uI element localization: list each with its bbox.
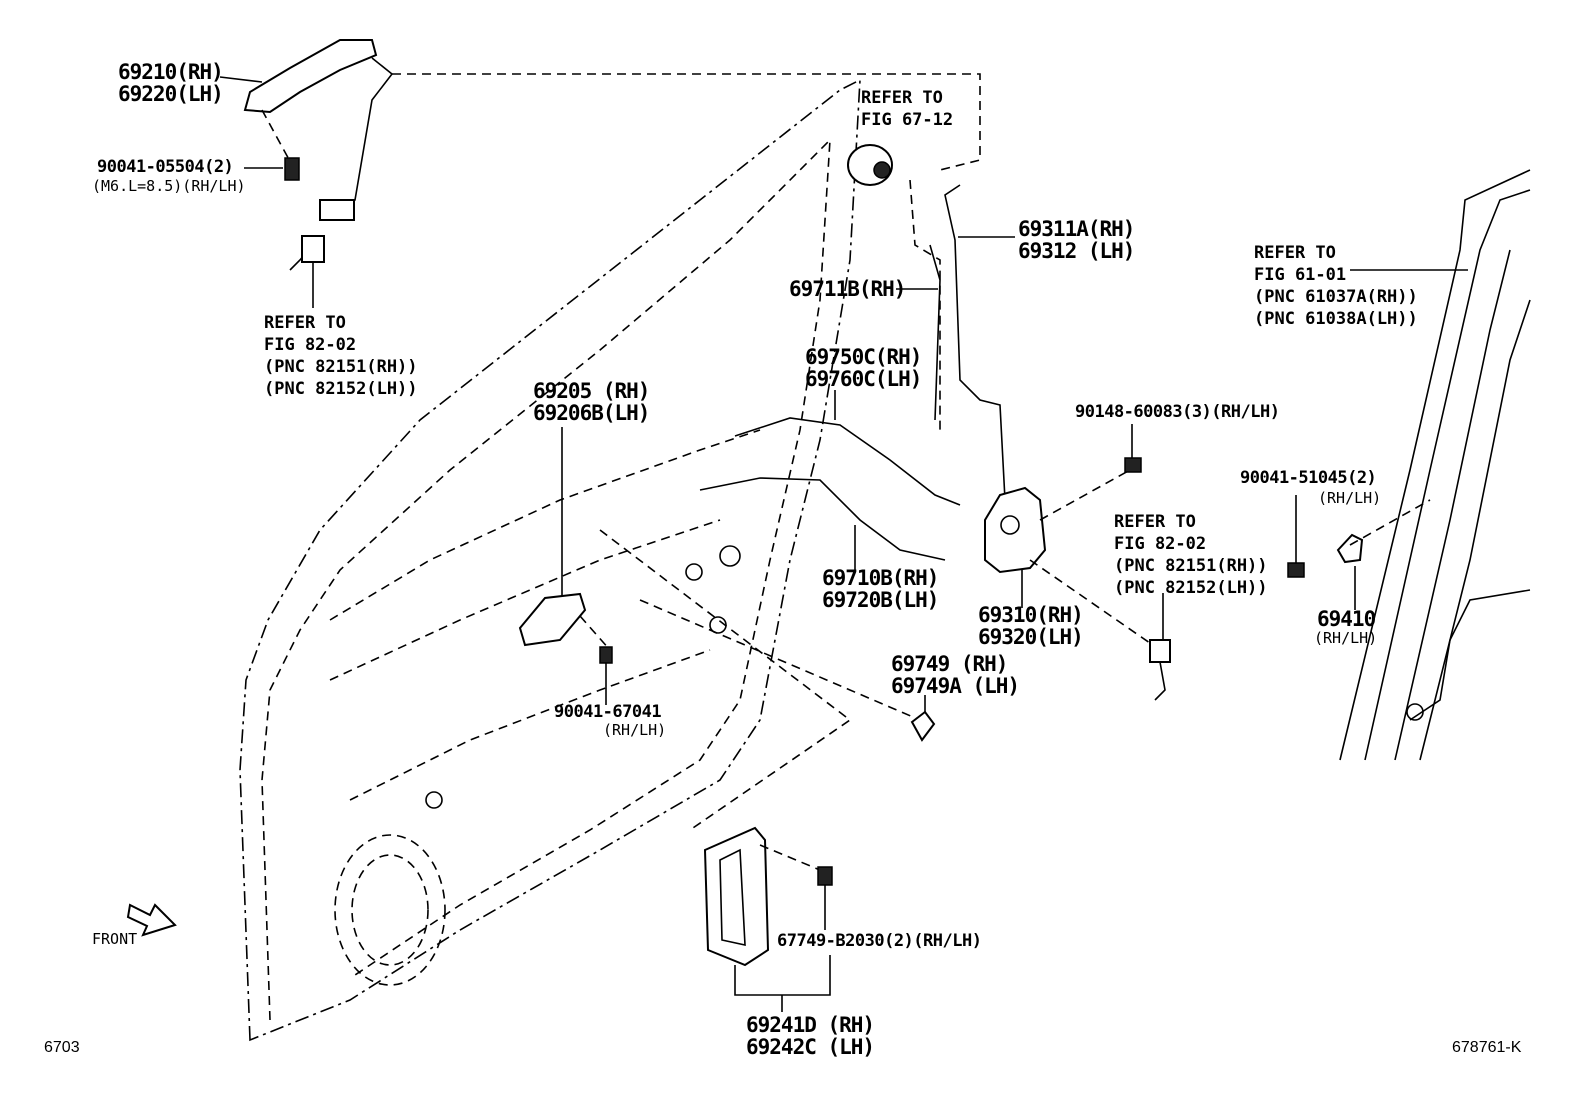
- speaker-cutout: [334, 834, 446, 986]
- cover-bracket: [734, 955, 831, 1012]
- handle-rod: [344, 57, 394, 211]
- service-hole-cover: [703, 826, 770, 967]
- front-arrow-icon: [126, 903, 177, 937]
- label-screw-90041-51: 90041-51045(2): [1240, 468, 1377, 488]
- label-clip-69749-lh: 69749A (LH): [891, 674, 1020, 698]
- body-pillar-edge: [1409, 589, 1531, 721]
- label-screw-90041-51-side: (RH/LH): [1318, 489, 1382, 507]
- speaker-cutout-inner: [351, 854, 429, 966]
- label-cable-69750-rh: 69750C(RH): [805, 345, 922, 369]
- label-clip-67749: 67749-B2030(2)(RH/LH): [777, 931, 982, 951]
- clip-69749: [910, 710, 936, 742]
- label-inner-handle-rh: 69205 (RH): [533, 379, 650, 403]
- figure-number: 6703: [44, 1039, 80, 1056]
- label-bolt-spec: (M6.L=8.5)(RH/LH): [92, 177, 246, 195]
- illustration-id: 678761-K: [1452, 1039, 1522, 1056]
- striker-dash: [1349, 499, 1431, 546]
- label-rod-69311-rh: 69311A(RH): [1018, 217, 1135, 241]
- handle-bolt-dash: [261, 109, 293, 166]
- inner-handle-guide: [599, 529, 852, 831]
- label-clip-69749-rh: 69749 (RH): [891, 652, 1008, 676]
- connector-plug: [301, 235, 325, 263]
- label-cover-lh: 69242C (LH): [746, 1035, 875, 1059]
- cover-clip: [817, 866, 833, 886]
- label-handle-lh: 69220(LH): [118, 82, 224, 106]
- body-pillar-inner: [1364, 189, 1531, 761]
- label-rod-69711: 69711B(RH): [789, 277, 906, 301]
- guide-line-top: [392, 73, 981, 171]
- door-lock-assembly: [984, 486, 1047, 574]
- label-rod-69311-lh: 69312 (LH): [1018, 239, 1135, 263]
- striker-69410: [1336, 533, 1364, 564]
- body-pillar-inner2: [1394, 249, 1531, 761]
- cover-dash: [759, 844, 821, 871]
- label-front: FRONT: [92, 930, 138, 948]
- clip-69749-dash: [639, 599, 921, 721]
- lock-screw-dash: [1039, 469, 1131, 521]
- door-inner-outline: [261, 137, 831, 1021]
- rod-69311: [944, 184, 1006, 501]
- label-striker-side: (RH/LH): [1314, 629, 1378, 647]
- lock-screw: [1124, 457, 1142, 473]
- lock-connector: [1149, 639, 1171, 663]
- label-lock-rh: 69310(RH): [978, 603, 1084, 627]
- label-handle-rh: 69210(RH): [118, 60, 224, 84]
- handle-leader: [219, 76, 263, 83]
- cable-69750: [734, 417, 961, 506]
- striker-screw: [1287, 562, 1305, 578]
- inner-handle-screw: [599, 646, 613, 664]
- panel-hole: [719, 545, 741, 567]
- label-lock-lh: 69320(LH): [978, 625, 1084, 649]
- cable-69710: [699, 477, 946, 561]
- label-cable-69750-lh: 69760C(LH): [805, 367, 922, 391]
- label-screw-90148: 90148-60083(3)(RH/LH): [1075, 402, 1280, 422]
- label-screw-90041-67: 90041-67041: [554, 702, 662, 722]
- lock-cylinder-core: [873, 161, 891, 179]
- pillar-hole: [1406, 703, 1424, 721]
- label-cable-69710-lh: 69720B(LH): [822, 588, 939, 612]
- connector: [319, 199, 355, 221]
- lock-connector-wire: [1154, 661, 1166, 701]
- door-panel-outline: [239, 78, 861, 1042]
- label-striker: 69410: [1317, 607, 1376, 631]
- panel-hole: [685, 563, 703, 581]
- outer-door-handle: [243, 39, 378, 114]
- cover-inner: [719, 848, 746, 947]
- panel-hole: [425, 791, 443, 809]
- body-pillar: [1339, 169, 1531, 761]
- label-screw-90041-67-side: (RH/LH): [603, 721, 667, 739]
- handle-bolt: [284, 157, 300, 181]
- inner-door-handle: [518, 592, 587, 647]
- label-cover-rh: 69241D (RH): [746, 1013, 875, 1037]
- label-bolt-number: 90041-05504(2): [97, 157, 234, 177]
- label-cable-69710-rh: 69710B(RH): [822, 566, 939, 590]
- door-trim-lines: [329, 429, 761, 801]
- inner-handle-dash: [579, 615, 611, 651]
- door-lock-detail: [1000, 515, 1020, 535]
- label-inner-handle-lh: 69206B(LH): [533, 401, 650, 425]
- lock-connector-dash: [1029, 559, 1161, 651]
- rod-69711: [929, 244, 941, 421]
- cylinder-dash: [909, 179, 941, 430]
